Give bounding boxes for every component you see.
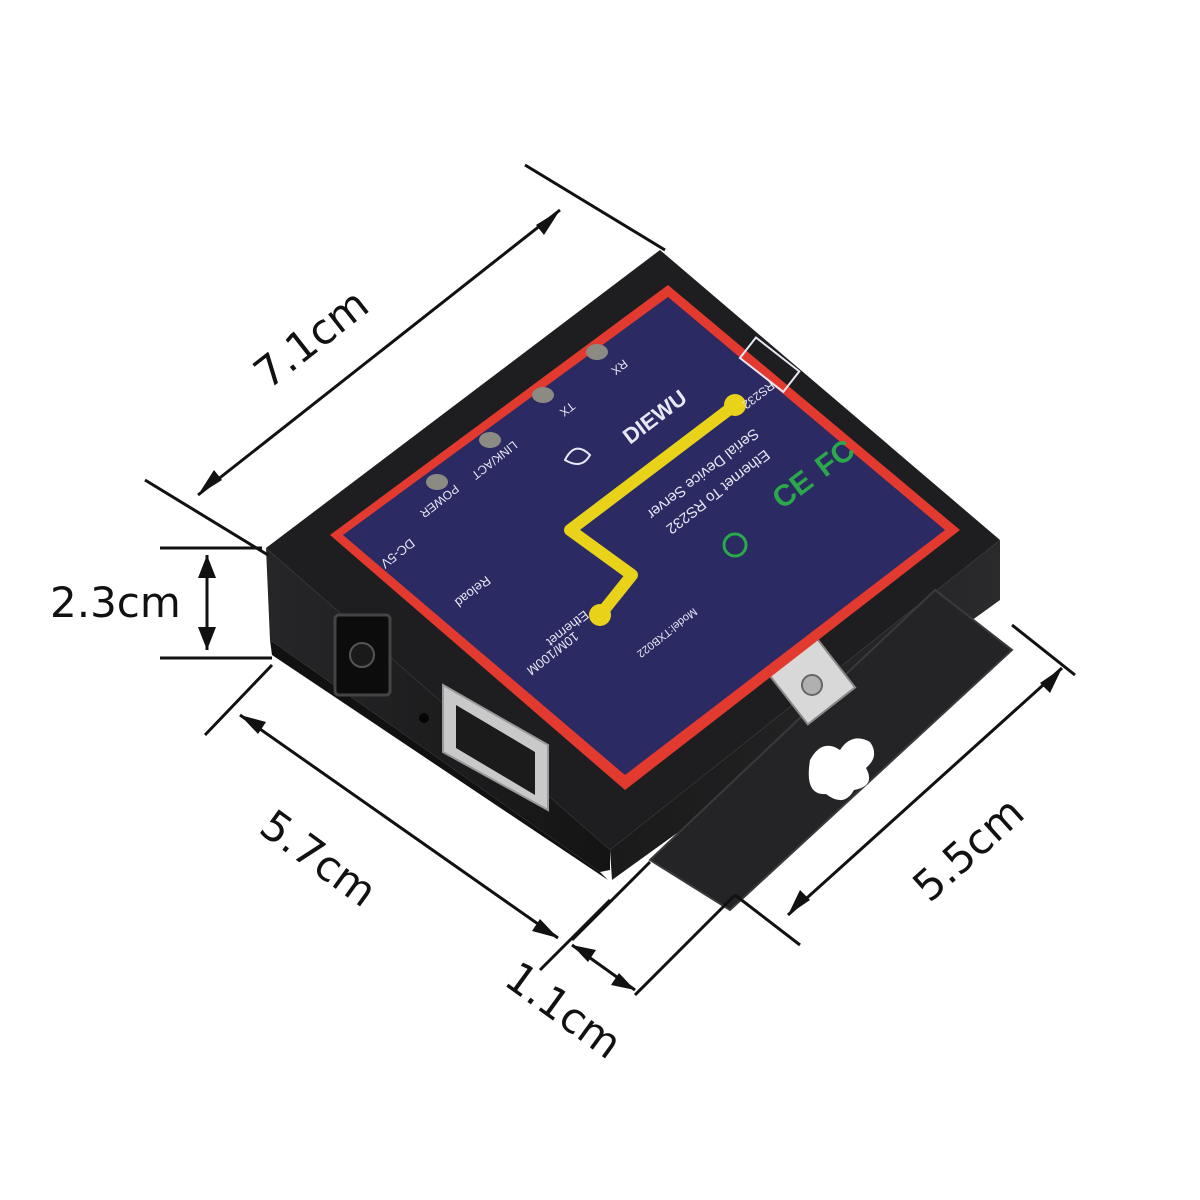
- dim-length-line: [197, 208, 561, 497]
- dim-flange: 1.1cm: [496, 952, 631, 1069]
- led-rx: [586, 344, 608, 360]
- dim-length: 7.1cm: [244, 279, 377, 398]
- dim-width: 5.7cm: [251, 800, 386, 917]
- trace-dot-top: [724, 394, 746, 416]
- dim-height-arrow-top: [198, 555, 216, 578]
- label-panel: POWER LINK/ACT TX RX RS232 DIEWU Serial …: [330, 285, 960, 790]
- dim-depth-arrow-start: [788, 890, 810, 915]
- dim-length-arrow-start: [198, 470, 222, 495]
- flange-keyhole: [808, 738, 875, 801]
- dim-flange-arrow-start: [572, 945, 596, 962]
- dim-depth-arrow-end: [1040, 668, 1062, 693]
- led-power: [426, 474, 448, 490]
- device-front-lower: [270, 640, 608, 880]
- dim-length-arrow-end: [536, 210, 560, 235]
- led-tx: [532, 387, 554, 403]
- panel-face: [343, 297, 945, 775]
- rs232-icon: [738, 336, 801, 394]
- signal-trace: [564, 400, 739, 619]
- cert-ground-icon: [722, 532, 748, 558]
- brand-logo-mark: [563, 447, 592, 465]
- dim-depth-line: [786, 666, 1064, 917]
- dim-width-arrow-start: [240, 715, 266, 734]
- trace-dot-bottom: [589, 604, 611, 626]
- dim-width-arrow-end: [532, 919, 558, 938]
- ethernet-port-socket: [456, 705, 535, 795]
- dim-width-line: [239, 713, 559, 940]
- dim-flange-arrow-end: [611, 973, 635, 990]
- terminal-screw: [801, 674, 823, 696]
- dim-height-arrow-bottom: [198, 627, 216, 650]
- dc-jack-pin: [349, 642, 375, 668]
- dim-height: 2.3cm: [50, 578, 181, 627]
- reload-button: [419, 713, 429, 723]
- led-link: [479, 432, 501, 448]
- dim-depth: 5.5cm: [903, 787, 1033, 911]
